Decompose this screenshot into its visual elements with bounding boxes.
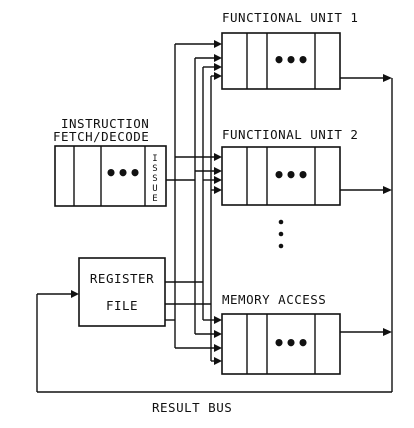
register-file-box: REGISTER FILE xyxy=(78,257,166,327)
functional-unit-1-box: ••• xyxy=(221,32,341,90)
fu1-label: FUNCTIONAL UNIT 1 xyxy=(222,10,358,25)
register-file-label-line1: REGISTER xyxy=(90,271,154,286)
issue-letter-2: S xyxy=(152,164,157,174)
issue-letter-1: I xyxy=(152,154,157,164)
more-units-ellipsis xyxy=(278,219,284,249)
fu2-ellipsis: ••• xyxy=(273,163,309,187)
routing-lines xyxy=(36,43,393,393)
ifd-label-line1: INSTRUCTION xyxy=(61,116,149,131)
result-bus-label: RESULT BUS xyxy=(152,400,232,415)
issue-letter-5: E xyxy=(152,194,157,204)
register-file-label-line2: FILE xyxy=(106,298,138,313)
fu2-label: FUNCTIONAL UNIT 2 xyxy=(222,127,358,142)
functional-unit-2-box: ••• xyxy=(221,146,341,206)
ifd-label-line2: FETCH/DECODE xyxy=(53,129,149,144)
ifd-ellipsis: ••• xyxy=(105,161,141,185)
instruction-fetch-decode-box: ••• I S S U E xyxy=(54,145,167,207)
mem-ellipsis: ••• xyxy=(273,331,309,355)
arrowheads xyxy=(71,40,392,365)
memory-access-box: ••• xyxy=(221,313,341,375)
issue-letter-3: S xyxy=(152,174,157,184)
mem-label: MEMORY ACCESS xyxy=(222,292,326,307)
issue-letter-4: U xyxy=(152,184,157,194)
fu1-ellipsis: ••• xyxy=(273,48,309,72)
